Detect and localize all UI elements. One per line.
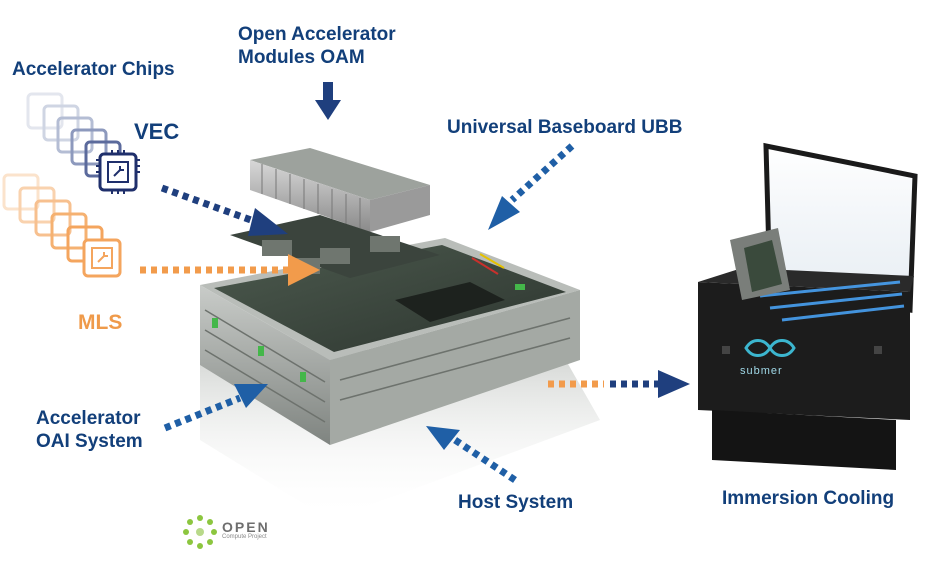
immersion-tank	[698, 142, 918, 470]
submer-logo-icon	[744, 339, 796, 357]
mls-label: MLS	[78, 311, 123, 334]
immersion-cooling-label: Immersion Cooling	[722, 488, 895, 509]
chip-icon	[26, 92, 138, 192]
vec-chip-stack	[26, 92, 140, 194]
oam-label-line2: Modules OAM	[238, 47, 365, 68]
oai-label-line2: OAI System	[36, 431, 143, 452]
oam-modules	[230, 148, 440, 278]
vec-label: VEC	[134, 119, 180, 144]
down-arrow-icon	[315, 82, 341, 120]
ocp-logo-sub: Compute Project	[222, 534, 267, 540]
ocp-logo-icon	[183, 515, 217, 549]
ocp-logo-name: OPEN	[222, 519, 270, 535]
mls-chip-stack	[2, 173, 122, 278]
dotted-arrow-icon	[140, 143, 690, 483]
host-system-label: Host System	[458, 492, 574, 513]
ubb-label: Universal Baseboard UBB	[447, 117, 683, 138]
accelerator-chips-label: Accelerator Chips	[12, 59, 175, 80]
submer-logo-text: submer	[740, 365, 783, 377]
oam-label-line1: Open Accelerator	[238, 24, 396, 45]
oai-label-line1: Accelerator	[36, 408, 141, 429]
